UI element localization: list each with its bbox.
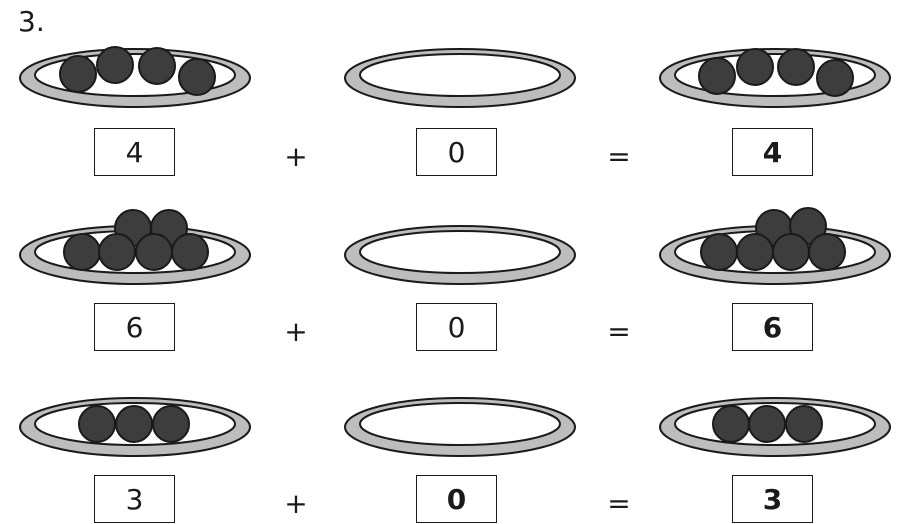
plate-row1-left <box>17 45 253 111</box>
addend-a-box-row2: 6 <box>94 303 175 351</box>
plate-row3-left <box>17 394 253 460</box>
equals-sign-row2: = <box>599 315 639 348</box>
equals-sign-row3: = <box>599 487 639 520</box>
equals-sign-row1: = <box>599 140 639 173</box>
addend-b-box-row3: 0 <box>416 475 497 523</box>
addend-b-box-row1: 0 <box>416 128 497 176</box>
plate-row2-middle <box>342 204 578 290</box>
plate-row2-left <box>17 204 253 290</box>
sum-box-row3: 3 <box>732 475 813 523</box>
plate-row1-right <box>657 45 893 111</box>
sum-box-row2: 6 <box>732 303 813 351</box>
plus-sign-row3: + <box>276 487 316 520</box>
addend-a-box-row1: 4 <box>94 128 175 176</box>
plate-row2-right <box>657 204 893 290</box>
plus-sign-row2: + <box>276 315 316 348</box>
sum-box-row1: 4 <box>732 128 813 176</box>
plate-row3-right <box>657 394 893 460</box>
addend-a-box-row3: 3 <box>94 475 175 523</box>
plate-row3-middle <box>342 394 578 460</box>
addend-b-box-row2: 0 <box>416 303 497 351</box>
plus-sign-row1: + <box>276 140 316 173</box>
plate-row1-middle <box>342 45 578 111</box>
exercise-number: 3. <box>18 6 45 38</box>
